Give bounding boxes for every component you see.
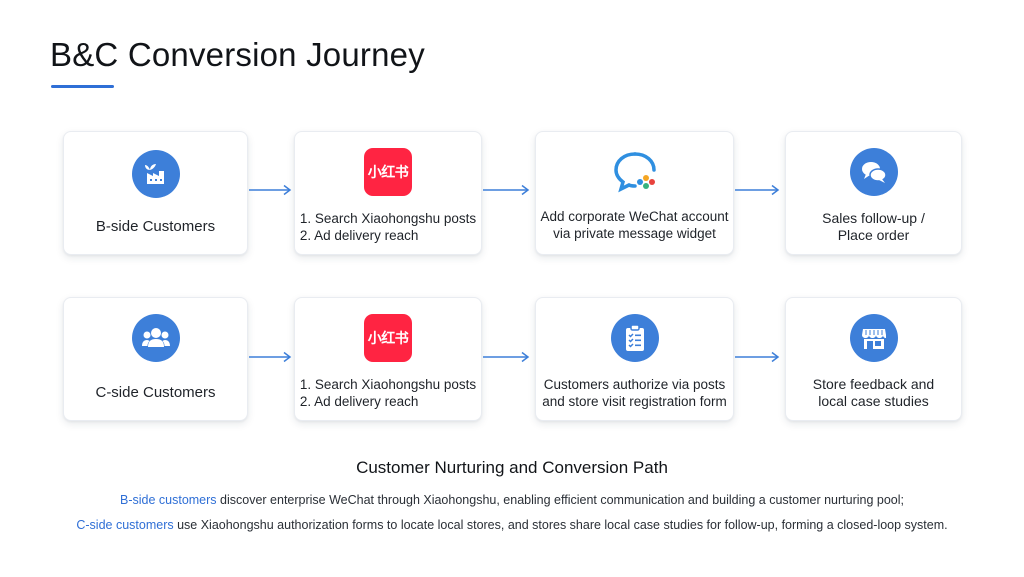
description-line-c-side: C-side customers use Xiaohongshu authori… xyxy=(0,518,1024,532)
description-text: discover enterprise WeChat through Xiaoh… xyxy=(216,493,904,507)
card-label: 1. Search Xiaohongshu posts 2. Ad delive… xyxy=(299,211,477,243)
description-line-b-side: B-side customers discover enterprise WeC… xyxy=(0,493,1024,507)
arrow-right-icon xyxy=(483,351,530,363)
card-c-side-customers: C-side Customers xyxy=(63,297,248,421)
card-store-feedback: Store feedback and local case studies xyxy=(785,297,962,421)
arrow-right-icon xyxy=(249,351,292,363)
card-sales-follow-up: Sales follow-up / Place order xyxy=(785,131,962,255)
card-label: Add corporate WeChat account via private… xyxy=(540,209,729,241)
arrow-right-icon xyxy=(249,184,292,196)
description-highlight: C-side customers xyxy=(76,518,174,532)
card-label: 1. Search Xiaohongshu posts 2. Ad delive… xyxy=(299,377,477,409)
card-label: Customers authorize via posts and store … xyxy=(542,377,727,409)
card-label: Store feedback and local case studies xyxy=(812,376,935,409)
arrow-right-icon xyxy=(735,184,780,196)
card-b-side-customers: B-side Customers xyxy=(63,131,248,255)
xiaohongshu-logo: 小红书 xyxy=(364,314,412,362)
arrow-right-icon xyxy=(735,351,780,363)
card-corporate-wechat: Add corporate WeChat account via private… xyxy=(535,131,734,255)
card-authorization-form: Customers authorize via posts and store … xyxy=(535,297,734,421)
store-icon xyxy=(849,314,898,362)
card-label: Sales follow-up / Place order xyxy=(822,210,925,243)
description-highlight: B-side customers xyxy=(119,493,217,507)
card-label: B-side Customers xyxy=(95,218,216,235)
clipboard-icon xyxy=(610,314,659,362)
description-text: use Xiaohongshu authorization forms to l… xyxy=(173,518,948,532)
xiaohongshu-logo: 小红书 xyxy=(364,148,412,196)
factory-icon xyxy=(131,150,180,198)
chat-bubbles-icon xyxy=(849,148,898,196)
wechat-work-icon xyxy=(611,148,659,196)
group-icon xyxy=(131,314,180,362)
page-title: B&C Conversion Journey xyxy=(50,36,425,73)
section-subtitle: Customer Nurturing and Conversion Path xyxy=(356,458,668,477)
card-label: C-side Customers xyxy=(95,384,216,401)
arrow-right-icon xyxy=(483,184,530,196)
title-underline xyxy=(51,85,114,88)
card-xiaohongshu-search-c: 小红书 1. Search Xiaohongshu posts 2. Ad de… xyxy=(294,297,482,421)
card-xiaohongshu-search-b: 小红书 1. Search Xiaohongshu posts 2. Ad de… xyxy=(294,131,482,255)
